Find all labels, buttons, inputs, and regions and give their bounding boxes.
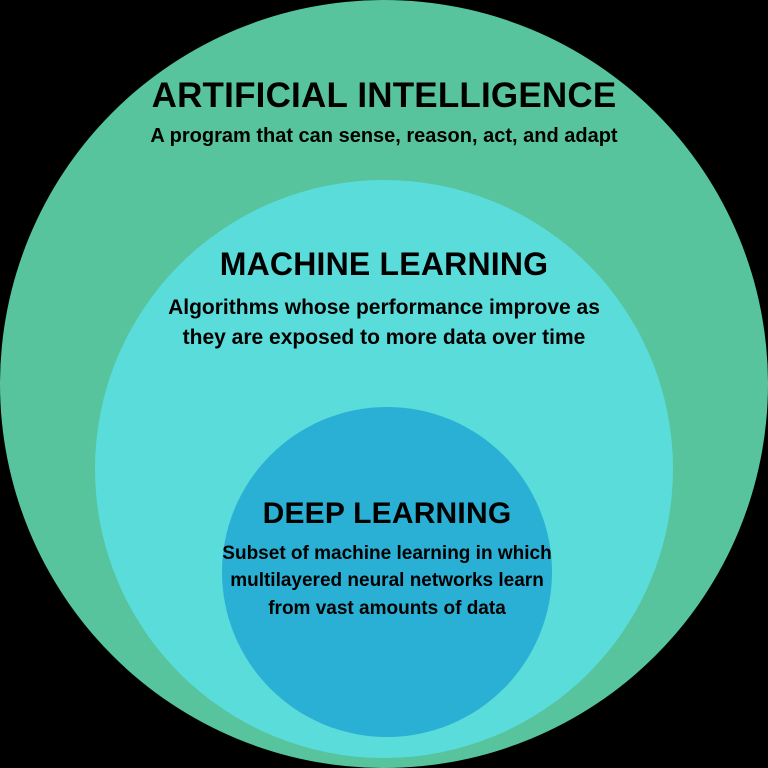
circle-deep-learning: [222, 407, 552, 737]
description-deep-learning: Subset of machine learning in which mult…: [222, 542, 552, 619]
heading-deep-learning: DEEP LEARNING: [262, 497, 512, 530]
label-artificial-intelligence: ARTIFICIAL INTELLIGENCE A program that c…: [0, 76, 768, 149]
label-machine-learning: MACHINE LEARNING Algorithms whose perfor…: [154, 246, 614, 353]
heading-machine-learning: MACHINE LEARNING: [219, 246, 549, 282]
heading-artificial-intelligence: ARTIFICIAL INTELLIGENCE: [151, 76, 617, 115]
description-machine-learning: Algorithms whose performance improve as …: [168, 295, 600, 350]
label-deep-learning: DEEP LEARNING Subset of machine learning…: [219, 498, 555, 622]
description-artificial-intelligence: A program that can sense, reason, act, a…: [150, 124, 618, 147]
